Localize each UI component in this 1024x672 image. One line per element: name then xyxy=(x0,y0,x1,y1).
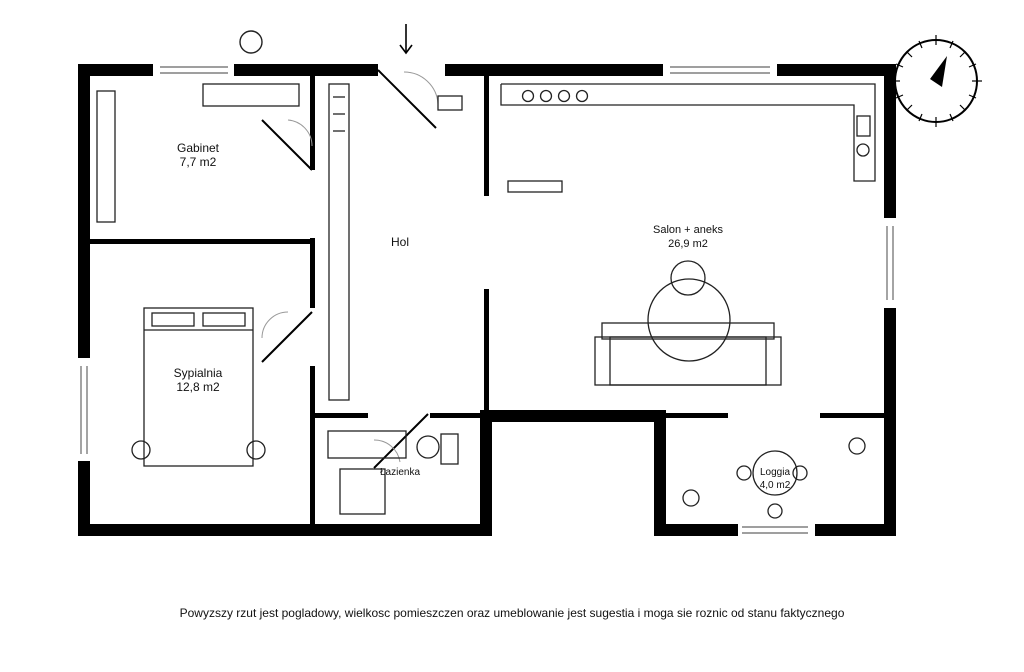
hall-wardrobe xyxy=(328,83,350,401)
kitchen-counter xyxy=(500,83,876,182)
wall-right-top xyxy=(884,64,896,218)
gabinet-desk xyxy=(202,83,300,107)
kitchen-sink xyxy=(856,115,871,137)
stove-burner xyxy=(539,89,553,103)
loggia-chair xyxy=(736,465,752,481)
toilet xyxy=(440,433,459,465)
wall-recess-top xyxy=(480,410,666,422)
wall-top-left xyxy=(78,64,153,76)
compass-needle xyxy=(930,56,947,87)
wall-right-bottom xyxy=(884,308,896,536)
entrance-arrow-icon xyxy=(399,24,413,55)
room-name: Sypialnia xyxy=(173,366,223,380)
loggia-chair xyxy=(792,465,808,481)
wall-bath-top-b xyxy=(430,413,486,418)
room-label-sypialnia: Sypialnia 12,8 m2 xyxy=(158,366,238,394)
wall-loggia-top-a xyxy=(664,413,728,418)
room-label-loggia: Loggia 4,0 m2 xyxy=(745,466,805,492)
nightstand-lamp xyxy=(246,440,266,460)
windows xyxy=(80,66,894,534)
wall-gabinet-sypialnia xyxy=(88,239,312,244)
loggia-plant xyxy=(682,489,700,507)
wall-bottom-right-a xyxy=(654,524,738,536)
wall-top-right-a xyxy=(445,64,663,76)
room-area: 26,9 m2 xyxy=(668,238,708,250)
wall-salon-left-bottom xyxy=(484,289,489,414)
room-name: Łazienka xyxy=(379,467,421,478)
door-lazienka xyxy=(373,413,429,469)
loggia-plant xyxy=(767,503,783,519)
bathtub xyxy=(327,430,407,459)
door-gabinet xyxy=(261,119,313,171)
pillow xyxy=(202,312,246,327)
room-label-gabinet: Gabinet 7,7 m2 xyxy=(160,141,236,169)
room-area: 4,0 m2 xyxy=(759,480,791,491)
wall-hall-left-bottom xyxy=(310,366,315,528)
wall-top-mid xyxy=(234,64,378,76)
wall-bottom-left xyxy=(78,524,492,536)
compass-icon xyxy=(890,35,982,127)
loggia-table xyxy=(736,450,808,496)
room-label-hol: Hol xyxy=(380,235,420,249)
window-gabinet xyxy=(160,66,228,74)
wall-recess-left xyxy=(480,410,492,536)
door-entrance xyxy=(377,69,439,129)
walls xyxy=(78,64,896,536)
washbasin xyxy=(416,435,440,459)
sofa xyxy=(594,322,782,386)
loggia-plant xyxy=(848,437,866,455)
door-sypialnia xyxy=(261,311,313,363)
furniture xyxy=(96,83,876,519)
window-salon-top xyxy=(670,66,770,74)
wall-hall-left-top xyxy=(310,74,315,170)
stove-burner xyxy=(557,89,571,103)
wall-bottom-right-b xyxy=(815,524,896,536)
wall-salon-left-top xyxy=(484,74,489,196)
sink-drain xyxy=(856,143,870,157)
window-sypialnia xyxy=(80,366,88,454)
room-label-lazienka: Łazienka xyxy=(368,466,432,480)
pillow xyxy=(151,312,195,327)
wall-loggia-top-b xyxy=(820,413,886,418)
room-name: Salon + aneks xyxy=(652,224,724,236)
dining-chair xyxy=(670,260,706,296)
room-area: 7,7 m2 xyxy=(179,155,217,169)
hall-shoe-cabinet xyxy=(437,95,463,111)
wall-hall-left-mid xyxy=(310,238,315,308)
window-salon-right xyxy=(886,226,894,300)
shower xyxy=(339,468,386,515)
interior-walls xyxy=(88,74,886,528)
room-name: Gabinet xyxy=(176,141,220,155)
wall-left-bottom xyxy=(78,461,90,536)
doors xyxy=(261,69,439,469)
room-label-salon: Salon + aneks 26,9 m2 xyxy=(628,223,748,251)
salon-shelf xyxy=(507,180,563,193)
dining-table xyxy=(647,260,731,362)
disclaimer-note: Powyzszy rzut jest pogladowy, wielkosc p… xyxy=(179,606,845,620)
nightstand-lamp xyxy=(131,440,151,460)
wall-bath-top-a xyxy=(310,413,368,418)
gabinet-wardrobe xyxy=(96,90,116,223)
wall-top-right-b xyxy=(777,64,895,76)
room-area: 12,8 m2 xyxy=(176,380,220,394)
window-loggia xyxy=(742,526,808,534)
outside-marker-icon xyxy=(239,30,263,54)
wall-recess-right xyxy=(654,410,666,536)
stove-burner xyxy=(575,89,589,103)
room-name: Hol xyxy=(390,235,409,249)
wall-left-top xyxy=(78,64,90,358)
stove-burner xyxy=(521,89,535,103)
room-name: Loggia xyxy=(759,467,791,478)
bed xyxy=(131,307,266,467)
